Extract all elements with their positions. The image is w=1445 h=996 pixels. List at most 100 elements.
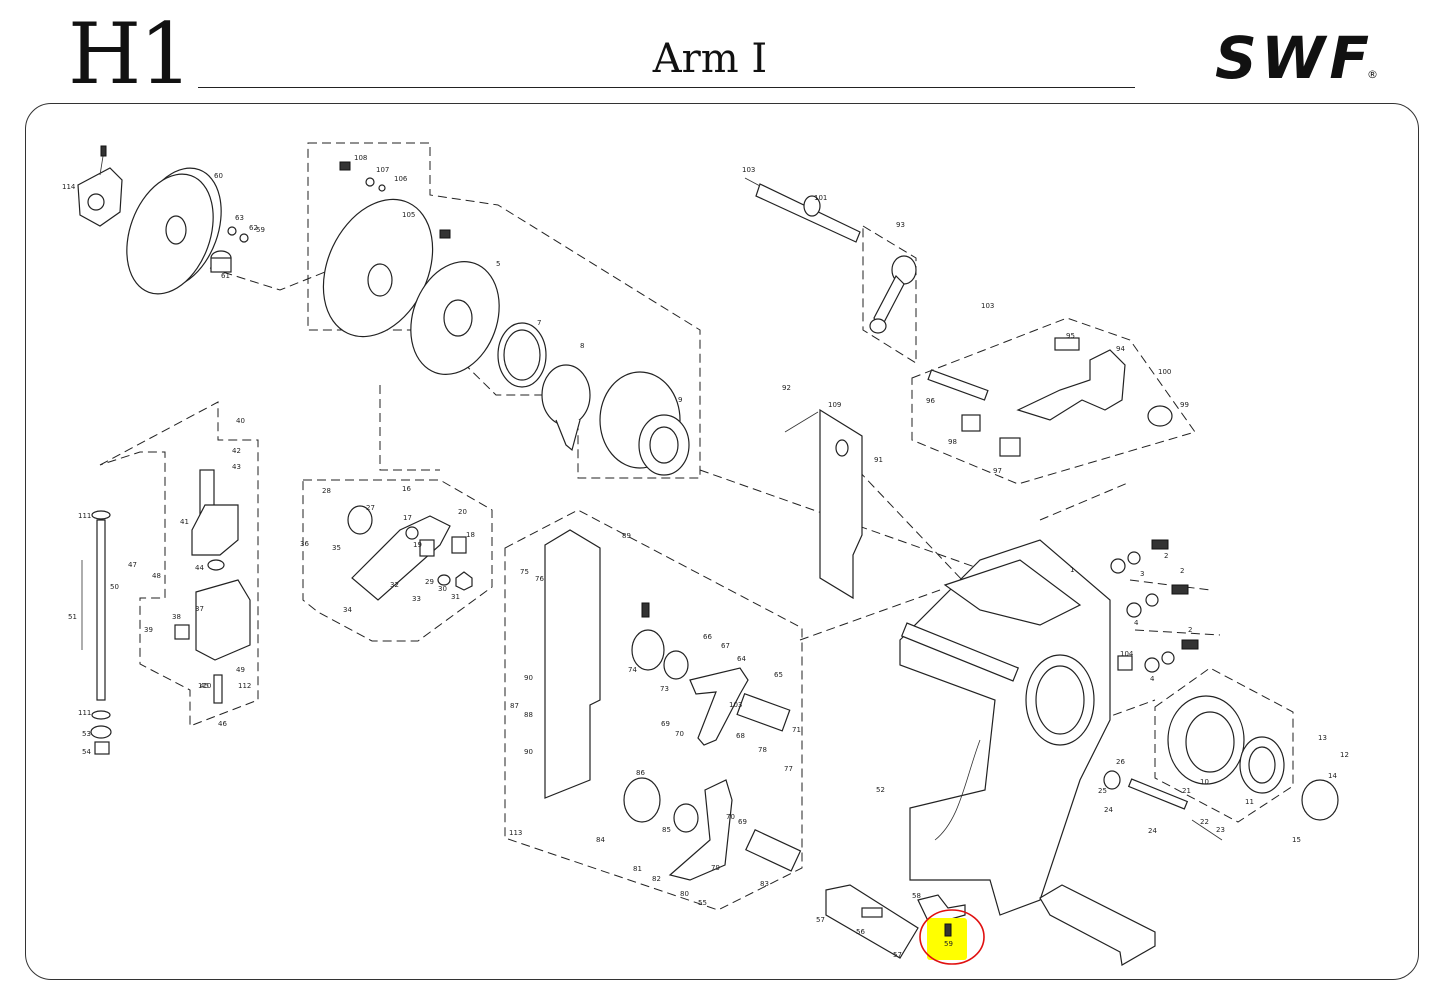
- part-label: 48: [152, 572, 161, 580]
- part-85-86: [623, 777, 699, 833]
- part-label: 56: [856, 928, 865, 936]
- part-label: 14: [1328, 772, 1337, 780]
- part-label: 67: [721, 642, 730, 650]
- part-label: 15: [1292, 836, 1301, 844]
- group-outline-113: [504, 509, 803, 911]
- bar-part: [1039, 884, 1156, 966]
- part-label: 36: [300, 540, 309, 548]
- part-label: 33: [412, 595, 421, 603]
- part-label: 84: [596, 836, 605, 844]
- part-label: 30: [438, 585, 447, 593]
- part-label: 34: [343, 606, 352, 614]
- part-label: 24: [1104, 806, 1113, 814]
- part-label: 40: [236, 417, 245, 425]
- part-label: 106: [394, 175, 408, 183]
- part-label: 103: [729, 701, 742, 709]
- part-label: 52: [876, 786, 885, 794]
- part-label: 89: [622, 532, 631, 540]
- part-label: 57: [893, 951, 902, 959]
- title-rule: [198, 87, 1135, 88]
- part-label: 28: [322, 487, 331, 495]
- part-label: 80: [680, 890, 689, 898]
- part-label: 10: [1200, 778, 1209, 786]
- part-label: 105: [402, 211, 415, 219]
- part-label: 54: [82, 748, 91, 756]
- part-label: 43: [232, 463, 241, 471]
- group-outline-40: [99, 401, 259, 727]
- part-5-hub: [410, 261, 500, 375]
- part-label: 8: [580, 342, 584, 350]
- part-label: 82: [652, 875, 661, 883]
- part-label: 96: [926, 397, 935, 405]
- part-label: 104: [1120, 650, 1134, 658]
- part-label: 74: [628, 666, 637, 674]
- part-17-link: [347, 505, 473, 601]
- part-label: 78: [758, 746, 767, 754]
- part-label: 111: [78, 709, 91, 717]
- group-outline-10: [1154, 667, 1294, 823]
- swf-logo-icon: SWF ®: [1215, 30, 1378, 85]
- part-label: 53: [82, 730, 91, 738]
- group-outline-16: [302, 479, 493, 642]
- part-label: 44: [195, 564, 204, 572]
- part-41-bracket: [191, 469, 239, 556]
- part-label: 9: [678, 396, 682, 404]
- part-label: 85: [662, 826, 671, 834]
- part-37-block: [174, 559, 251, 704]
- part-label: 88: [524, 711, 533, 719]
- part-64-arm: [689, 667, 791, 746]
- part-89-plate: [544, 529, 601, 799]
- part-94-lever: [927, 337, 1173, 457]
- part-label: 110: [198, 682, 211, 690]
- part-label: 63: [235, 214, 244, 222]
- part-label: 66: [703, 633, 712, 641]
- part-label: 57: [816, 916, 825, 924]
- part-91-plate: [784, 408, 863, 600]
- part-21-shaft: [1103, 770, 1223, 841]
- part-label: 47: [128, 561, 137, 569]
- part-label: 13: [1318, 734, 1327, 742]
- assembly-line-i: [209, 267, 331, 291]
- part-label: 97: [993, 467, 1002, 475]
- part-label: 61: [221, 272, 230, 280]
- part-label: 70: [726, 813, 735, 821]
- part-label: 87: [510, 702, 519, 710]
- part-label: 22: [1200, 818, 1209, 826]
- part-label: 101: [814, 194, 827, 202]
- part-label: 58: [912, 892, 921, 900]
- part-label: 16: [402, 485, 411, 493]
- part-79-arm: [668, 779, 802, 881]
- part-label: 90: [524, 748, 533, 756]
- part-label: 4: [1134, 619, 1139, 627]
- part-label: 19: [413, 541, 422, 549]
- part-label: 71: [792, 726, 801, 734]
- part-label: 31: [451, 593, 460, 601]
- part-59-label: 59: [944, 940, 953, 948]
- part-label: 76: [535, 575, 544, 583]
- part-1-arm-casting: [899, 539, 1111, 916]
- part-label: 25: [1098, 787, 1107, 795]
- part-label: 83: [760, 880, 769, 888]
- part-label: 94: [1116, 345, 1125, 353]
- part-label: 12: [1340, 751, 1349, 759]
- part-label: 37: [195, 605, 204, 613]
- part-label: 75: [520, 568, 529, 576]
- part-label: 79: [711, 864, 720, 872]
- part-label: 45: [200, 682, 209, 690]
- part-label: 90: [524, 674, 533, 682]
- part-label: 41: [180, 518, 189, 526]
- assembly-line-e: [1039, 481, 1131, 521]
- part-label: 35: [332, 544, 341, 552]
- part-73-74: [631, 602, 689, 680]
- part-101-shaft: [744, 177, 861, 243]
- part-label: 69: [738, 818, 747, 826]
- assembly-line-a: [379, 385, 440, 471]
- part-label: 5: [496, 260, 500, 268]
- part-label: 95: [1066, 332, 1075, 340]
- part-label: 77: [784, 765, 793, 773]
- part-label: 62: [249, 224, 258, 232]
- part-label: 2: [1180, 567, 1184, 575]
- part-label: 70: [675, 730, 684, 738]
- part-label: 103: [981, 302, 994, 310]
- part-label: 68: [736, 732, 745, 740]
